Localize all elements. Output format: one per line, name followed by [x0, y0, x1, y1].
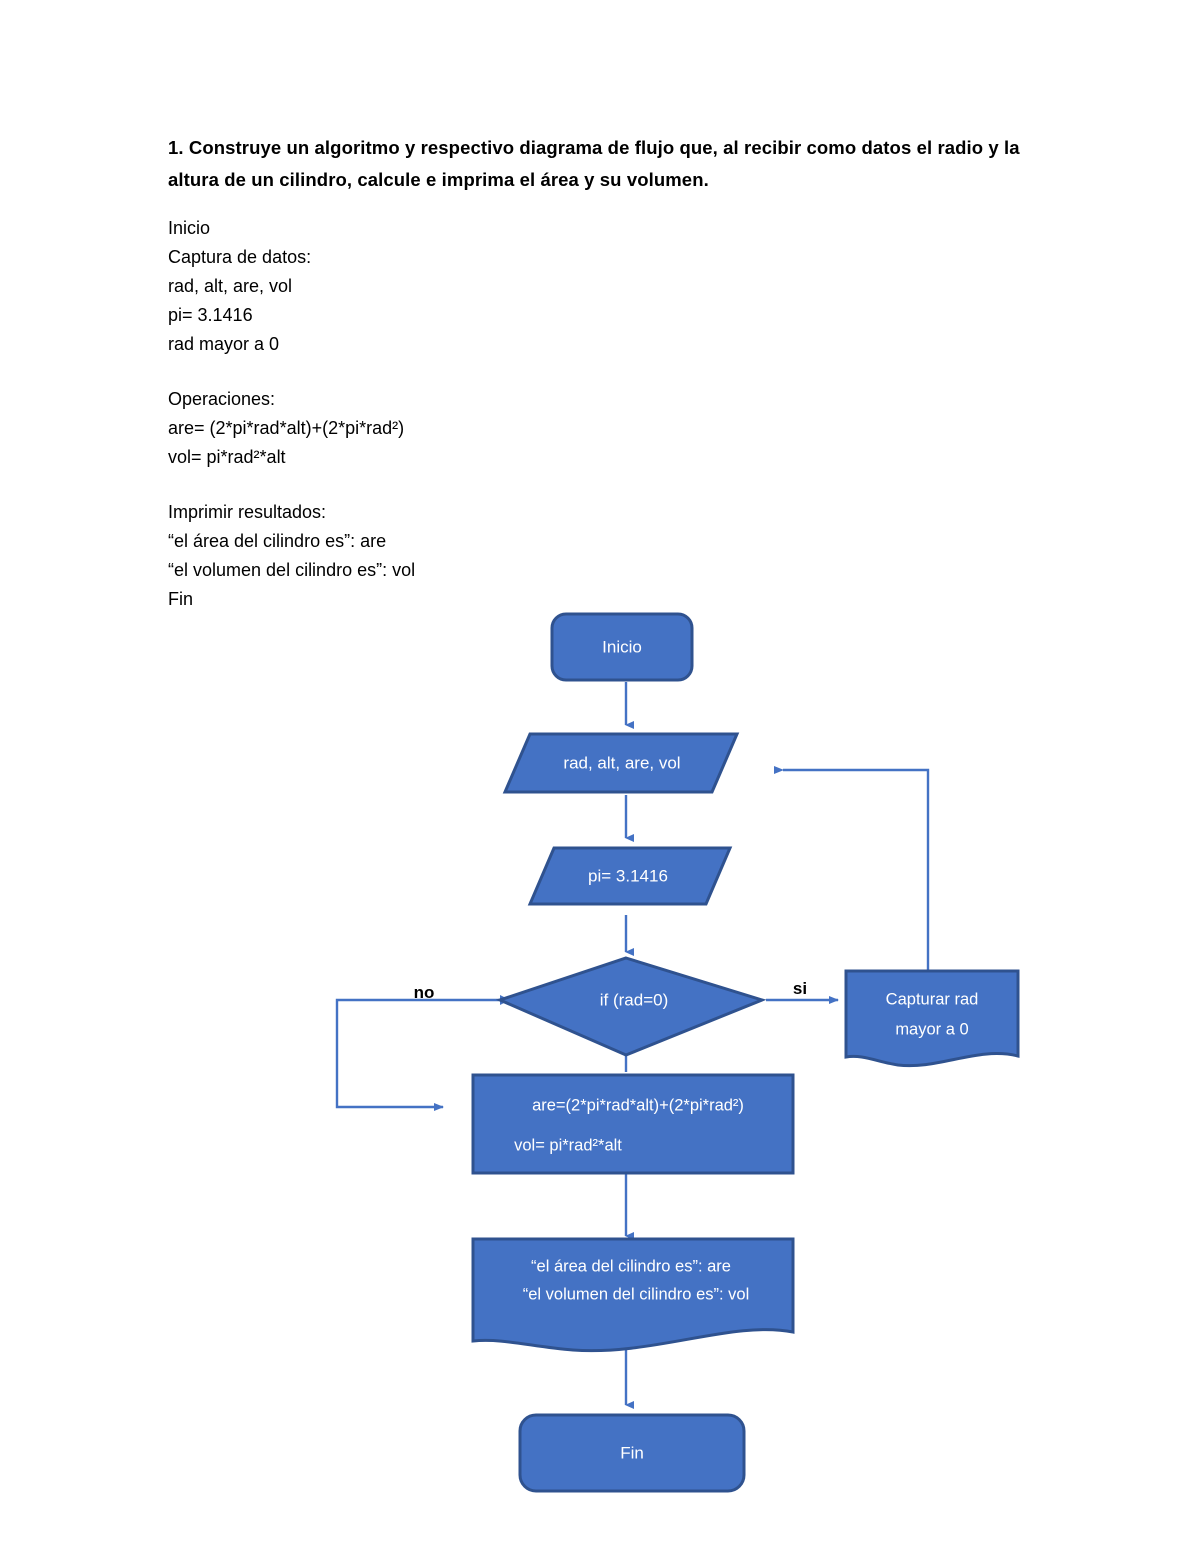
- node-inicio[interactable]: Inicio: [550, 612, 694, 682]
- node-output-line2: “el volumen del cilindro es”: vol: [523, 1285, 750, 1303]
- node-input-variables-label: rad, alt, are, vol: [563, 753, 680, 772]
- algorithm-capture-section: Inicio Captura de datos: rad, alt, are, …: [168, 218, 312, 354]
- algorithm-text-block: 1. Construye un algoritmo y respectivo d…: [168, 132, 1034, 614]
- node-process-line2: vol= pi*rad²*alt: [514, 1136, 622, 1154]
- flowchart: Inicio rad, alt, are, vol pi= 3.1416 if …: [0, 560, 1200, 1560]
- algorithm-operations-section: Operaciones: are= (2*pi*rad*alt)+(2*pi*r…: [168, 389, 405, 467]
- node-inicio-label: Inicio: [602, 637, 642, 656]
- node-capturar-rad-line2: mayor a 0: [895, 1020, 968, 1038]
- branch-label-no: no: [414, 983, 435, 1002]
- node-capturar-rad-line1: Capturar rad: [886, 990, 979, 1008]
- node-output-results[interactable]: “el área del cilindro es”: are “el volum…: [471, 1237, 795, 1353]
- node-process-line1: are=(2*pi*rad*alt)+(2*pi*rad²): [532, 1096, 744, 1114]
- node-decision-rad-label: if (rad=0): [600, 990, 669, 1009]
- connector-capture-loop-to-input: [774, 766, 930, 970]
- node-input-variables[interactable]: rad, alt, are, vol: [502, 732, 740, 794]
- node-constant-pi[interactable]: pi= 3.1416: [527, 846, 733, 906]
- node-capturar-rad[interactable]: Capturar rad mayor a 0: [844, 969, 1020, 1068]
- node-fin[interactable]: Fin: [518, 1413, 746, 1493]
- node-process-formulas[interactable]: are=(2*pi*rad*alt)+(2*pi*rad²) vol= pi*r…: [471, 1073, 795, 1175]
- branch-label-si: si: [793, 979, 807, 998]
- page-title: 1. Construye un algoritmo y respectivo d…: [168, 137, 1020, 190]
- node-decision-rad[interactable]: if (rad=0): [495, 956, 767, 1057]
- node-constant-pi-label: pi= 3.1416: [588, 866, 668, 885]
- algorithm-output-section: Imprimir resultados: “el área del cilind…: [168, 502, 416, 609]
- node-fin-label: Fin: [620, 1443, 644, 1462]
- node-output-line1: “el área del cilindro es”: are: [531, 1257, 731, 1275]
